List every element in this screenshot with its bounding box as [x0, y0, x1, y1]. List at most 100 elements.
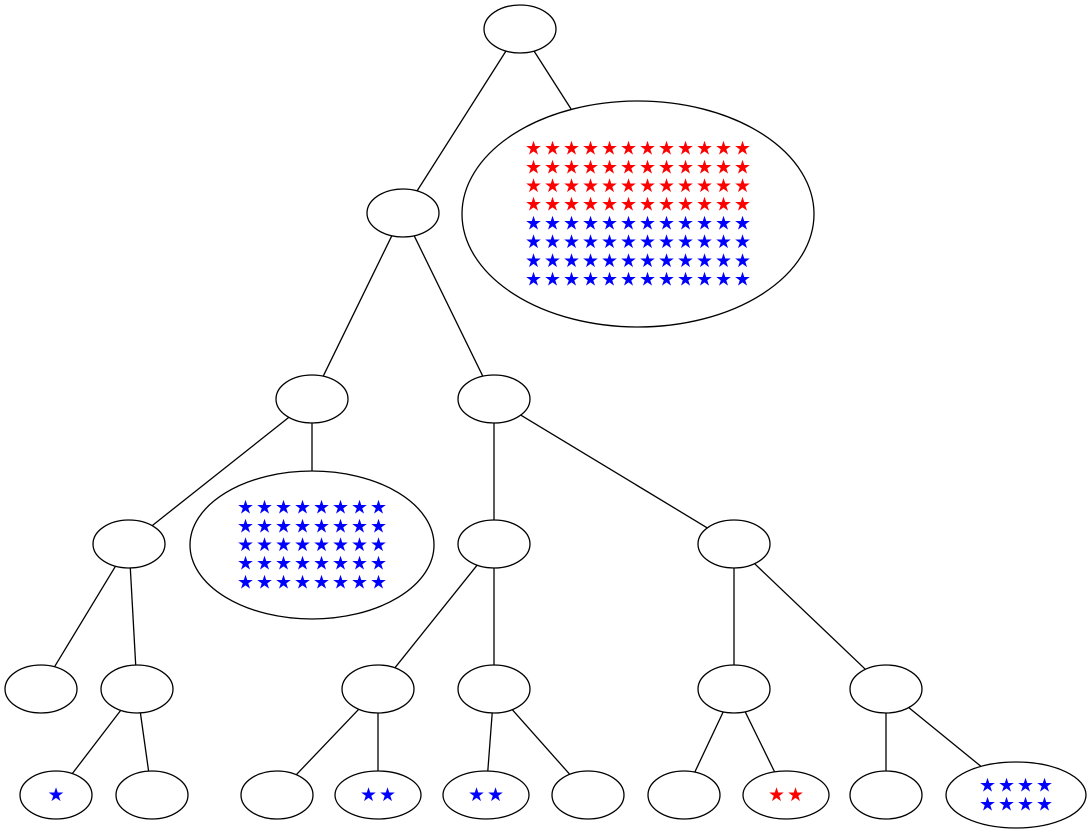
blue-star-icon: ★ [351, 515, 368, 537]
red-star-icon: ★ [696, 138, 713, 160]
blue-star-icon: ★ [332, 497, 349, 519]
blue-star-icon: ★ [237, 571, 254, 593]
blue-star-icon: ★ [487, 784, 504, 806]
red-star-icon: ★ [525, 194, 542, 216]
blue-star-icon: ★ [979, 775, 996, 797]
blue-star-icon: ★ [696, 231, 713, 253]
blue-star-icon: ★ [351, 534, 368, 556]
node-ellipse-e2a [442, 770, 530, 820]
red-star-icon: ★ [620, 138, 637, 160]
blue-star-icon: ★ [313, 553, 330, 575]
blue-star-icon: ★ [734, 268, 751, 290]
blue-star-icon: ★ [601, 250, 618, 272]
red-star-icon: ★ [563, 175, 580, 197]
node-f2a [849, 770, 923, 820]
red-star-icon: ★ [582, 138, 599, 160]
node-d [92, 519, 166, 569]
node-ellipse-e1 [341, 664, 415, 714]
red-star-icon: ★ [525, 175, 542, 197]
blue-star-icon: ★ [696, 250, 713, 272]
node-d2 [100, 664, 174, 714]
blue-star-icon: ★ [715, 250, 732, 272]
blue-star-icon: ★ [275, 515, 292, 537]
blue-star-icon: ★ [563, 250, 580, 272]
blue-star-icon: ★ [1017, 775, 1034, 797]
node-e2 [457, 664, 531, 714]
blue-star-icon: ★ [601, 231, 618, 253]
blue-star-icon: ★ [639, 250, 656, 272]
blue-star-icon: ★ [563, 212, 580, 234]
blue-star-icon: ★ [332, 515, 349, 537]
blue-star-icon: ★ [582, 212, 599, 234]
blue-star-icon: ★ [734, 250, 751, 272]
blue-star-icon: ★ [677, 268, 694, 290]
blue-star-icon: ★ [237, 497, 254, 519]
red-star-icon: ★ [715, 156, 732, 178]
blue-star-icon: ★ [582, 250, 599, 272]
node-b [275, 374, 349, 424]
blue-star-icon: ★ [370, 497, 387, 519]
red-star-icon: ★ [582, 156, 599, 178]
blue-star-icon: ★ [525, 268, 542, 290]
red-star-icon: ★ [677, 175, 694, 197]
blue-star-icon: ★ [256, 515, 273, 537]
blue-star-icon: ★ [237, 534, 254, 556]
blue-star-icon: ★ [294, 534, 311, 556]
blue-star-icon: ★ [582, 268, 599, 290]
red-star-icon: ★ [620, 194, 637, 216]
red-star-icon: ★ [639, 138, 656, 160]
node-blue-block: ★★★★★★★★★★★★★★★★★★★★★★★★★★★★★★★★★★★★★★★★ [189, 470, 435, 620]
node-f1b: ★★ [742, 770, 830, 820]
red-star-icon: ★ [601, 175, 618, 197]
node-ellipse-c [457, 374, 531, 424]
red-star-icon: ★ [768, 784, 785, 806]
edge-e1-e1a [295, 708, 360, 776]
node-d2a: ★ [19, 770, 93, 820]
red-star-icon: ★ [734, 194, 751, 216]
blue-star-icon: ★ [237, 553, 254, 575]
blue-star-icon: ★ [696, 268, 713, 290]
blue-star-icon: ★ [332, 534, 349, 556]
blue-star-icon: ★ [275, 497, 292, 519]
blue-star-icon: ★ [525, 212, 542, 234]
red-star-icon: ★ [544, 156, 561, 178]
red-star-icon: ★ [639, 156, 656, 178]
node-ellipse-f1a [647, 770, 721, 820]
node-root [483, 4, 557, 54]
blue-star-icon: ★ [563, 268, 580, 290]
edge-a-c [413, 235, 484, 377]
red-star-icon: ★ [696, 156, 713, 178]
blue-star-icon: ★ [677, 250, 694, 272]
blue-star-icon: ★ [256, 497, 273, 519]
node-ellipse-d [92, 519, 166, 569]
edge-root-flag [533, 50, 572, 110]
node-e1 [341, 664, 415, 714]
edge-c-f [520, 414, 708, 529]
edge-f2-f2b [908, 707, 982, 767]
edge-d-d2 [129, 567, 137, 666]
node-ellipse-f2a [849, 770, 923, 820]
node-ellipse-e [457, 519, 531, 569]
red-star-icon: ★ [715, 194, 732, 216]
blue-star-icon: ★ [620, 212, 637, 234]
node-ellipse-d1 [4, 664, 78, 714]
edge-b-d [151, 416, 290, 527]
node-flag: ★★★★★★★★★★★★★★★★★★★★★★★★★★★★★★★★★★★★★★★★… [461, 100, 815, 328]
red-star-icon: ★ [525, 156, 542, 178]
node-e1a [240, 770, 314, 820]
node-ellipse-d2 [100, 664, 174, 714]
blue-star-icon: ★ [370, 534, 387, 556]
node-f1a [647, 770, 721, 820]
blue-star-icon: ★ [696, 212, 713, 234]
red-star-icon: ★ [620, 156, 637, 178]
blue-star-icon: ★ [639, 212, 656, 234]
red-star-icon: ★ [639, 194, 656, 216]
red-star-icon: ★ [620, 175, 637, 197]
blue-star-icon: ★ [370, 571, 387, 593]
node-ellipse-e2b [551, 770, 625, 820]
blue-star-icon: ★ [563, 231, 580, 253]
node-f2 [849, 664, 923, 714]
edges [53, 50, 982, 776]
red-star-icon: ★ [563, 156, 580, 178]
